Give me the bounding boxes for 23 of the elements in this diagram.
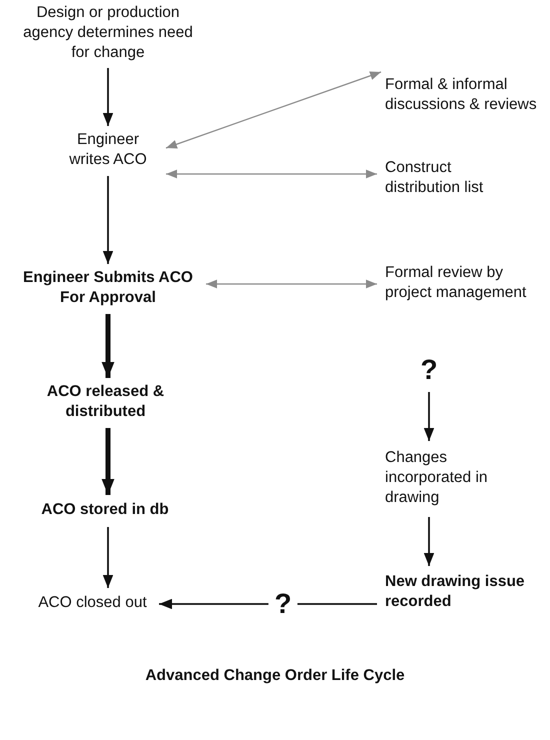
step-text: Construct distribution list xyxy=(385,155,525,201)
step-text: ACO closed out xyxy=(30,590,155,616)
arrow xyxy=(166,71,382,149)
arrow xyxy=(102,68,114,126)
step-text: Formal review by project management xyxy=(385,248,530,318)
arrow xyxy=(166,170,377,178)
arrow xyxy=(102,527,114,588)
step-text: ACO stored in db xyxy=(15,497,195,523)
arrow xyxy=(424,517,434,566)
step-text: Engineer Submits ACO For Approval xyxy=(18,266,198,310)
step-text: New drawing issue recorded xyxy=(385,568,535,616)
arrow xyxy=(424,392,434,441)
step-text: ? xyxy=(415,352,443,388)
step-text: Engineer writes ACO xyxy=(58,128,158,172)
step-text: Changes incorporated in drawing xyxy=(385,443,520,513)
caption: Advanced Change Order Life Cycle xyxy=(144,666,406,686)
step-text: ACO released & distributed xyxy=(33,380,178,424)
arrow xyxy=(102,176,114,264)
arrow xyxy=(102,428,114,495)
step-text: Design or production agency determines need for change xyxy=(20,2,196,64)
step-text: Formal & informal discussions & reviews xyxy=(385,60,537,130)
arrow xyxy=(102,314,114,378)
arrow xyxy=(206,280,377,288)
